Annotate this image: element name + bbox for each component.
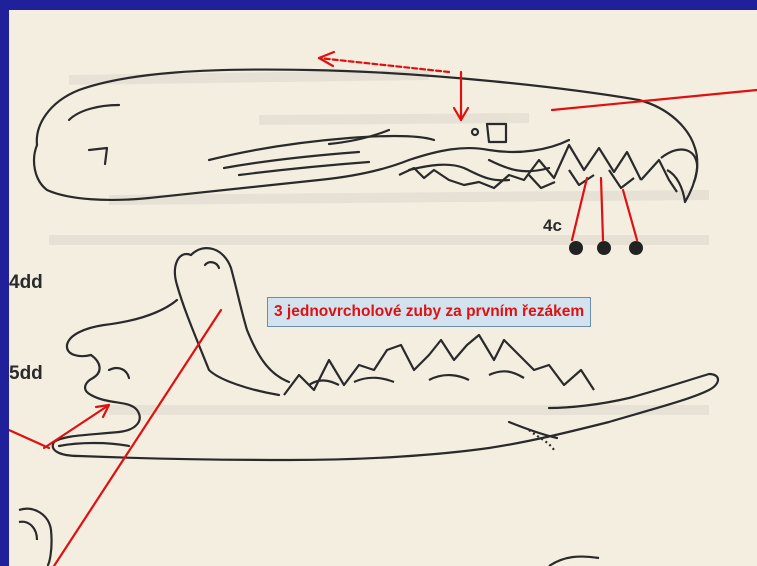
tooth-pointer-2 bbox=[601, 178, 603, 240]
tooth-dots bbox=[569, 241, 643, 255]
tooth-dot-1 bbox=[569, 241, 583, 255]
skull-upper bbox=[34, 70, 697, 200]
arrow-to-jaw-line bbox=[44, 405, 109, 448]
long-pointer-line bbox=[54, 310, 221, 566]
label-4dd: 4dd bbox=[9, 272, 43, 294]
pointer-line-upper bbox=[552, 90, 757, 110]
label-5dd: 5dd bbox=[9, 363, 43, 385]
tooth-dot-3 bbox=[629, 241, 643, 255]
label-4c: 4c bbox=[543, 216, 562, 236]
partial-bone-drawing bbox=[19, 509, 599, 566]
background-smudge bbox=[49, 75, 709, 410]
lower-teeth bbox=[284, 335, 594, 450]
caption-box: 3 jednovrcholové zuby za prvním řezákem bbox=[267, 297, 591, 327]
left-pointer-line bbox=[9, 430, 49, 448]
tooth-pointer-1 bbox=[572, 178, 587, 240]
skull-drawing bbox=[9, 10, 757, 566]
diagram-area: 4dd 5dd 4c 3 jednovrcholové zuby za prvn… bbox=[9, 10, 757, 566]
tooth-dot-2 bbox=[597, 241, 611, 255]
